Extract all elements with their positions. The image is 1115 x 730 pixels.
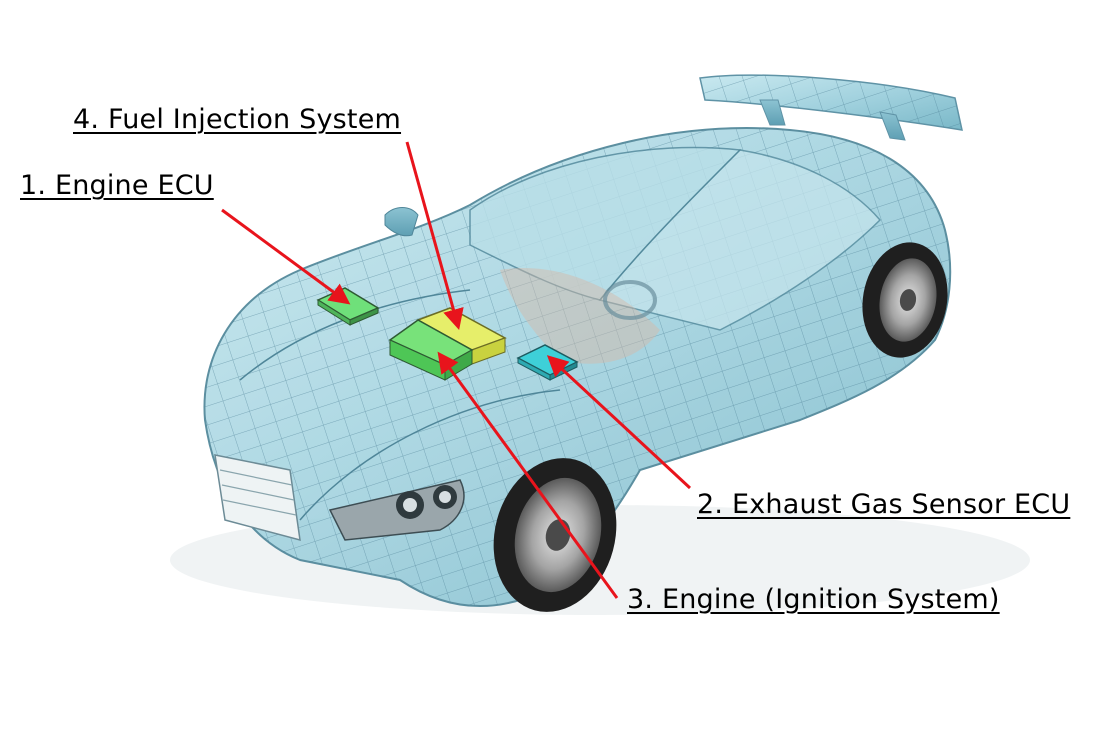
front-wheel [493, 458, 617, 612]
label-exhaust-gas-sensor-ecu: 2. Exhaust Gas Sensor ECU [697, 489, 1071, 520]
rear-spoiler [699, 74, 963, 141]
arrow-exhaust-sensor [546, 355, 692, 490]
label-fuel-injection-system: 4. Fuel Injection System [73, 104, 402, 135]
arrow-fuel-injection [405, 141, 464, 331]
label-engine-ecu: 1. Engine ECU [20, 170, 214, 201]
rear-wheel [862, 242, 948, 358]
callout-arrows [221, 141, 692, 599]
label-engine-ignition-system: 3. Engine (Ignition System) [627, 584, 1000, 615]
headlight [328, 479, 465, 541]
front-grille [214, 454, 301, 542]
arrow-engine-ecu [221, 208, 351, 305]
arrow-engine-ignition [437, 351, 619, 599]
